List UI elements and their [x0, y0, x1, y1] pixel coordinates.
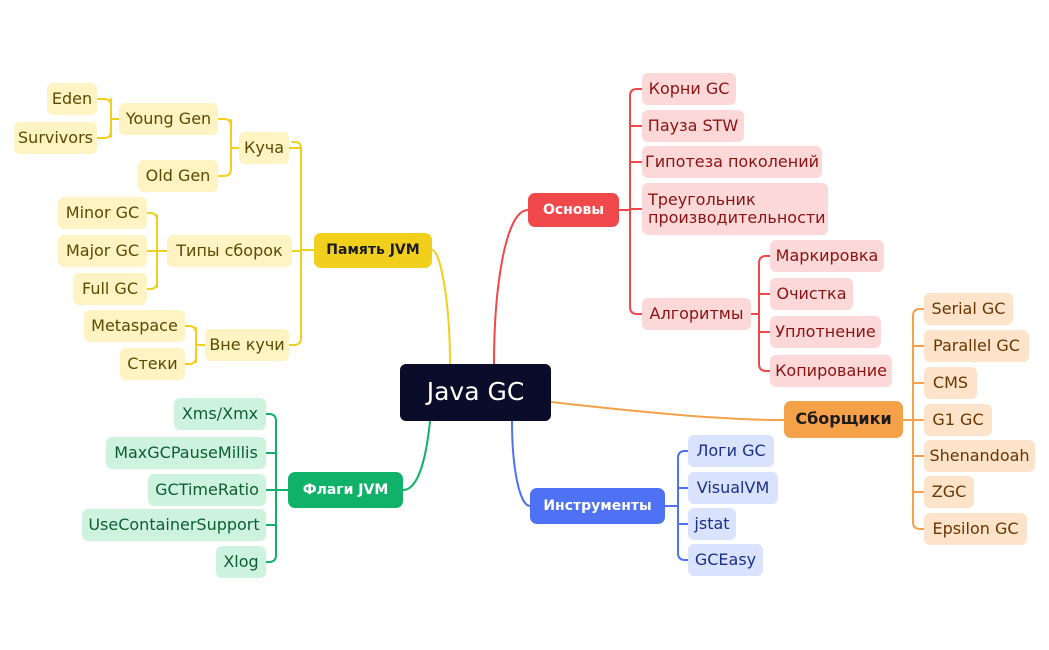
node-heap[interactable]: Куча	[239, 132, 289, 164]
node-stw-pause[interactable]: Пауза STW	[642, 110, 744, 142]
node-stacks[interactable]: Стеки	[120, 348, 185, 380]
link-root-tools	[511, 420, 531, 507]
link-root-flags	[402, 420, 431, 491]
node-visualvm[interactable]: VisualVM	[688, 472, 778, 504]
link-root-memory	[431, 249, 451, 365]
branch-basics[interactable]: Основы	[528, 193, 619, 227]
node-usecontainersupport[interactable]: UseContainerSupport	[82, 509, 266, 541]
node-gc-roots[interactable]: Корни GC	[642, 73, 736, 105]
node-minor-gc[interactable]: Minor GC	[58, 197, 147, 229]
node-parallel-gc[interactable]: Parallel GC	[924, 330, 1029, 362]
node-marking[interactable]: Маркировка	[770, 240, 884, 272]
node-gceasy[interactable]: GCEasy	[688, 544, 763, 576]
node-algorithms[interactable]: Алгоритмы	[642, 298, 751, 330]
node-compaction[interactable]: Уплотнение	[770, 316, 881, 348]
node-generational-hypothesis[interactable]: Гипотеза поколений	[642, 146, 822, 178]
node-young-gen[interactable]: Young Gen	[119, 103, 218, 135]
node-off-heap[interactable]: Вне кучи	[205, 329, 289, 361]
branch-memory-jvm[interactable]: Память JVM	[314, 233, 432, 268]
node-sweeping[interactable]: Очистка	[770, 278, 853, 310]
node-zgc[interactable]: ZGC	[924, 476, 974, 508]
branch-jvm-flags[interactable]: Флаги JVM	[288, 472, 403, 508]
node-gctimeratio[interactable]: GCTimeRatio	[148, 474, 266, 506]
node-gc-logs[interactable]: Логи GC	[688, 435, 774, 467]
node-eden[interactable]: Eden	[47, 83, 97, 115]
node-g1-gc[interactable]: G1 GC	[924, 404, 992, 436]
node-epsilon-gc[interactable]: Epsilon GC	[924, 513, 1027, 545]
node-xlog[interactable]: Xlog	[216, 546, 266, 578]
node-old-gen[interactable]: Old Gen	[138, 160, 218, 192]
node-xms-xmx[interactable]: Xms/Xmx	[174, 398, 266, 430]
node-major-gc[interactable]: Major GC	[58, 235, 147, 267]
node-survivors[interactable]: Survivors	[14, 122, 97, 154]
node-cms[interactable]: CMS	[924, 367, 977, 399]
node-shenandoah[interactable]: Shenandoah	[924, 440, 1035, 472]
node-full-gc[interactable]: Full GC	[73, 273, 147, 305]
node-gc-types[interactable]: Типы сборок	[167, 235, 292, 267]
link-root-basics	[493, 209, 529, 365]
node-maxgcpausemillis[interactable]: MaxGCPauseMillis	[106, 437, 266, 469]
branch-collectors[interactable]: Сборщики	[784, 401, 903, 438]
node-metaspace[interactable]: Metaspace	[84, 310, 185, 342]
link-root-collectors	[550, 401, 785, 421]
node-serial-gc[interactable]: Serial GC	[924, 293, 1013, 325]
branch-tools[interactable]: Инструменты	[530, 488, 665, 524]
root-node[interactable]: Java GC	[400, 364, 551, 421]
node-performance-triangle[interactable]: Треугольник производительности	[642, 183, 828, 235]
node-jstat[interactable]: jstat	[688, 508, 736, 540]
node-copying[interactable]: Копирование	[770, 355, 892, 387]
